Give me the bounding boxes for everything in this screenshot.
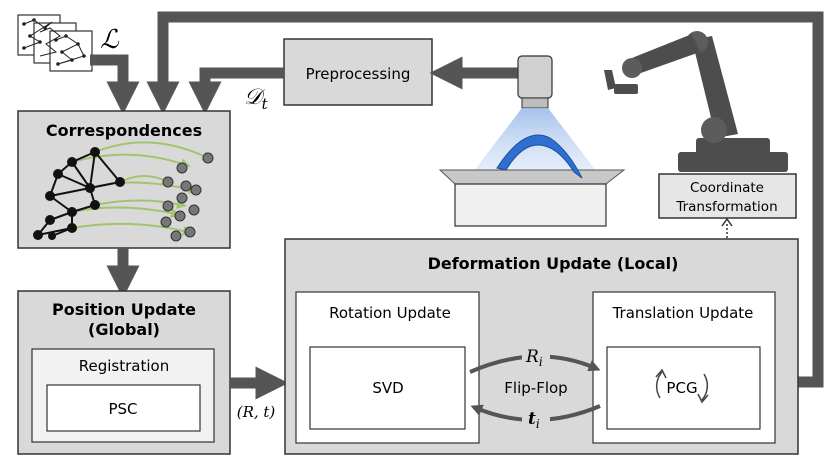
- feedback-loop-arrow: [146, 11, 824, 388]
- deformation-update-title: Deformation Update (Local): [428, 254, 679, 273]
- translation-update-label: Translation Update: [612, 304, 754, 322]
- camera-scene: [438, 55, 626, 227]
- rigid-transform-label: (R, t): [237, 403, 276, 421]
- correspondence-illustration: [33, 141, 214, 242]
- arrow-graph-to-correspondences: [90, 54, 140, 115]
- translation-symbol: ti: [528, 409, 540, 431]
- coordinate-transformation-line1: Coordinate: [690, 180, 764, 196]
- registration-label: Registration: [79, 357, 169, 375]
- pcg-label: PCG: [666, 379, 697, 397]
- position-update-title-line2: (Global): [88, 320, 160, 339]
- correspondences-title: Correspondences: [46, 121, 202, 140]
- coordinate-transformation-block: [658, 173, 797, 219]
- arrow-preprocessing-to-correspondences: [188, 67, 284, 115]
- psc-label: PSC: [108, 400, 137, 418]
- rotation-symbol: Ri: [525, 347, 543, 369]
- reference-graph-symbol: ℒ: [100, 25, 120, 55]
- coordinate-transformation-line2: Transformation: [675, 199, 777, 215]
- reference-graph-stack: [17, 14, 93, 72]
- svd-block: [309, 346, 466, 430]
- pcg-cycle-icon: [655, 368, 709, 404]
- psc-block: [46, 384, 201, 432]
- flipflop-label: Flip-Flop: [504, 379, 567, 397]
- position-update-title-line1: Position Update: [52, 300, 196, 319]
- pcg-block: [606, 346, 761, 430]
- observation-symbol: 𝒟t: [244, 85, 269, 113]
- rotation-update-label: Rotation Update: [329, 304, 451, 322]
- preprocessing-label: Preprocessing: [306, 65, 411, 83]
- svd-label: SVD: [372, 379, 403, 397]
- robot-arm: [604, 31, 788, 172]
- preprocessing-block: [283, 38, 433, 106]
